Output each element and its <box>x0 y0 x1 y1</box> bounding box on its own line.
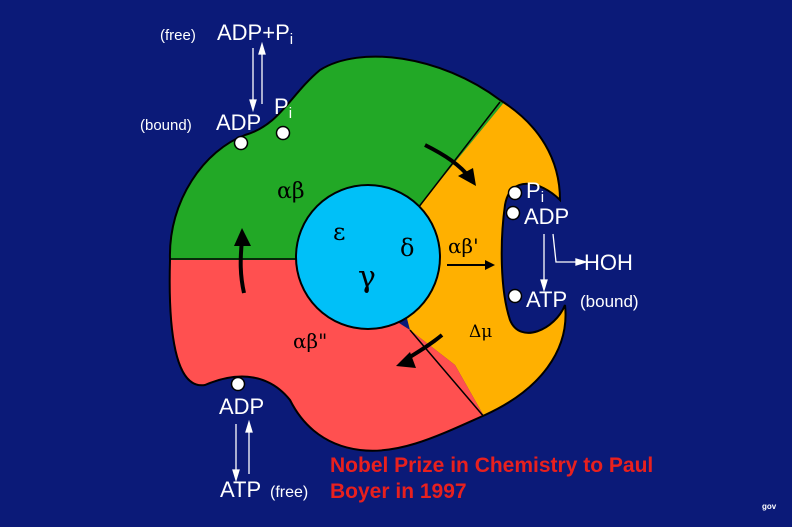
right-atp-label: ATP <box>526 287 567 312</box>
delta-label: δ <box>400 234 414 262</box>
right-pi-label: Pi <box>526 178 544 206</box>
binding-site-pi-top <box>275 125 291 141</box>
caption-line-1: Nobel Prize in Chemistry to Paul <box>330 454 653 477</box>
ab-prime-arrowhead <box>485 260 495 270</box>
free-top-label: ADP+Pi <box>217 20 293 48</box>
right-atp-suffix: (bound) <box>580 292 639 311</box>
binding-site-adp-bottom <box>230 376 246 392</box>
bottom-atp-label: ATP <box>220 477 261 502</box>
rotation-arrowhead-left <box>234 228 251 246</box>
gamma-label: γ <box>358 260 376 295</box>
binding-site-adp-top <box>233 135 249 151</box>
ab-green-label: αβ <box>277 179 305 204</box>
binding-site-atp-right <box>507 288 523 304</box>
gov-label: gov <box>762 502 777 511</box>
delta-mu-label: Δμ <box>469 322 492 342</box>
right-adp-label: ADP <box>524 204 569 229</box>
rotation-arrowhead-top <box>458 168 476 186</box>
binding-site-adp-right <box>505 205 521 221</box>
bottom-atp-suffix: (free) <box>270 484 308 501</box>
bottom-adp-label: ADP <box>219 394 264 419</box>
caption-line-2: Boyer in 1997 <box>330 480 467 503</box>
rotation-arrowhead-bottom <box>396 352 416 368</box>
bound-top-prefix: (bound) <box>140 117 192 134</box>
exchange-arrows <box>232 41 589 483</box>
ab-red-label: αβ" <box>293 329 327 353</box>
epsilon-label: ε <box>333 218 345 246</box>
bound-top-adp: ADP <box>216 110 261 135</box>
gamma-subunit-circle <box>295 184 441 330</box>
ab-orange-label: αβ' <box>448 234 479 258</box>
free-top-prefix: (free) <box>160 27 196 44</box>
right-hoh-label: HOH <box>584 250 633 275</box>
bound-top-pi: Pi <box>274 94 292 122</box>
binding-site-pi-right <box>507 185 523 201</box>
f1-body-outline <box>168 55 567 452</box>
